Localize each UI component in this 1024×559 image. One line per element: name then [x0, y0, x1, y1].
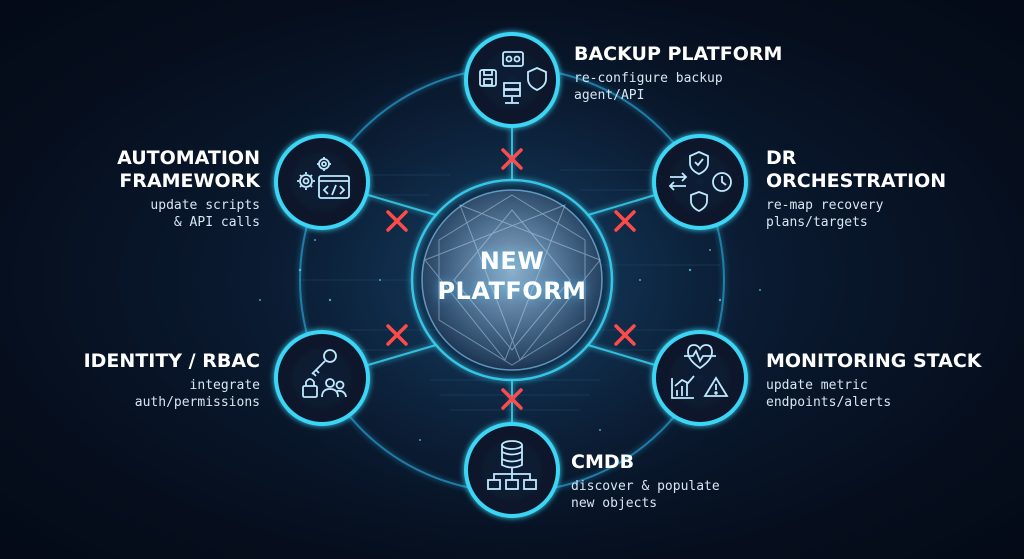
- label-cmdb-desc-line1: discover & populate: [571, 479, 720, 494]
- label-backup: BACKUP PLATFORM re-configure backup agen…: [574, 43, 782, 104]
- shield-icon: [527, 67, 547, 91]
- label-dr-desc-line1: re-map recovery: [766, 198, 884, 213]
- hub-label-line2: PLATFORM: [437, 277, 587, 305]
- label-automation: AUTOMATION FRAMEWORK update scripts & AP…: [117, 147, 260, 231]
- particles: [259, 239, 761, 441]
- node-cmdb: [464, 422, 560, 518]
- label-dr-title-line1: DR: [766, 147, 797, 169]
- label-cmdb-title: CMDB: [571, 451, 635, 473]
- users-icon: [321, 378, 347, 398]
- label-dr-title-line2: ORCHESTRATION: [766, 170, 947, 192]
- label-cmdb: CMDB discover & populate new objects: [571, 451, 720, 512]
- hierarchy-icon: [487, 468, 537, 490]
- shield-check-icon: [689, 151, 709, 175]
- broken-link-mark-dr: [614, 210, 636, 232]
- broken-link-mark-monitoring: [614, 324, 636, 346]
- arrows-swap-icon: [668, 172, 688, 191]
- node-dr: [652, 134, 748, 230]
- label-dr: DR ORCHESTRATION re-map recovery plans/t…: [766, 147, 946, 231]
- label-backup-title: BACKUP PLATFORM: [574, 43, 783, 65]
- label-dr-title: DR ORCHESTRATION: [766, 147, 946, 193]
- shield-icon-dr: [690, 191, 708, 213]
- hub-label: NEW PLATFORM: [412, 246, 612, 306]
- node-backup: [464, 32, 560, 128]
- label-automation-title-line1: AUTOMATION: [117, 147, 260, 169]
- label-backup-desc-line1: re-configure backup: [574, 71, 723, 86]
- broken-link-mark-automation: [386, 210, 408, 232]
- label-identity-desc-line1: integrate: [189, 378, 260, 393]
- bar-chart-icon: [671, 375, 695, 399]
- server-icon: [503, 82, 521, 104]
- background-circuit-lines: [300, 169, 720, 411]
- label-automation-desc-line2: & API calls: [173, 215, 260, 230]
- broken-link-marks: [386, 148, 636, 410]
- label-monitoring: MONITORING STACK update metric endpoints…: [766, 350, 982, 411]
- label-identity-title: IDENTITY / RBAC: [83, 350, 260, 372]
- broken-link-mark-identity: [386, 324, 408, 346]
- gears-icon: [297, 157, 331, 190]
- label-monitoring-desc-line1: update metric: [766, 378, 868, 393]
- node-automation: [274, 134, 370, 230]
- label-automation-desc: update scripts & API calls: [117, 197, 260, 231]
- label-cmdb-desc: discover & populate new objects: [571, 478, 720, 512]
- broken-link-mark-cmdb: [501, 388, 523, 410]
- label-monitoring-desc-line2: endpoints/alerts: [766, 395, 892, 410]
- label-automation-desc-line1: update scripts: [150, 198, 260, 213]
- label-identity: IDENTITY / RBAC integrate auth/permissio…: [84, 350, 260, 411]
- node-monitoring: [652, 330, 748, 426]
- label-automation-title-line2: FRAMEWORK: [119, 170, 260, 192]
- floppy-disk-icon: [479, 69, 497, 87]
- hub-label-line1: NEW: [479, 247, 545, 275]
- broken-link-mark-backup: [501, 148, 523, 170]
- connector-spokes: [367, 125, 656, 425]
- node-identity: [274, 330, 370, 426]
- hub-sphere: [421, 189, 603, 371]
- label-backup-desc-line2: agent/API: [574, 88, 645, 103]
- lock-icon: [302, 378, 318, 398]
- label-dr-desc-line2: plans/targets: [766, 215, 868, 230]
- key-icon: [311, 349, 337, 377]
- heart-pulse-icon: [684, 344, 716, 370]
- label-cmdb-desc-line2: new objects: [571, 496, 658, 511]
- label-monitoring-desc: update metric endpoints/alerts: [766, 377, 982, 411]
- label-identity-desc-line2: auth/permissions: [134, 395, 260, 410]
- label-dr-desc: re-map recovery plans/targets: [766, 197, 946, 231]
- alert-triangle-icon: [703, 376, 729, 397]
- label-identity-desc: integrate auth/permissions: [84, 377, 260, 411]
- label-automation-title: AUTOMATION FRAMEWORK: [117, 147, 260, 193]
- code-window-icon: [318, 175, 350, 199]
- tape-icon: [502, 51, 524, 67]
- clock-icon: [712, 172, 732, 192]
- label-monitoring-title: MONITORING STACK: [766, 350, 982, 372]
- database-icon: [501, 440, 523, 469]
- label-backup-desc: re-configure backup agent/API: [574, 70, 782, 104]
